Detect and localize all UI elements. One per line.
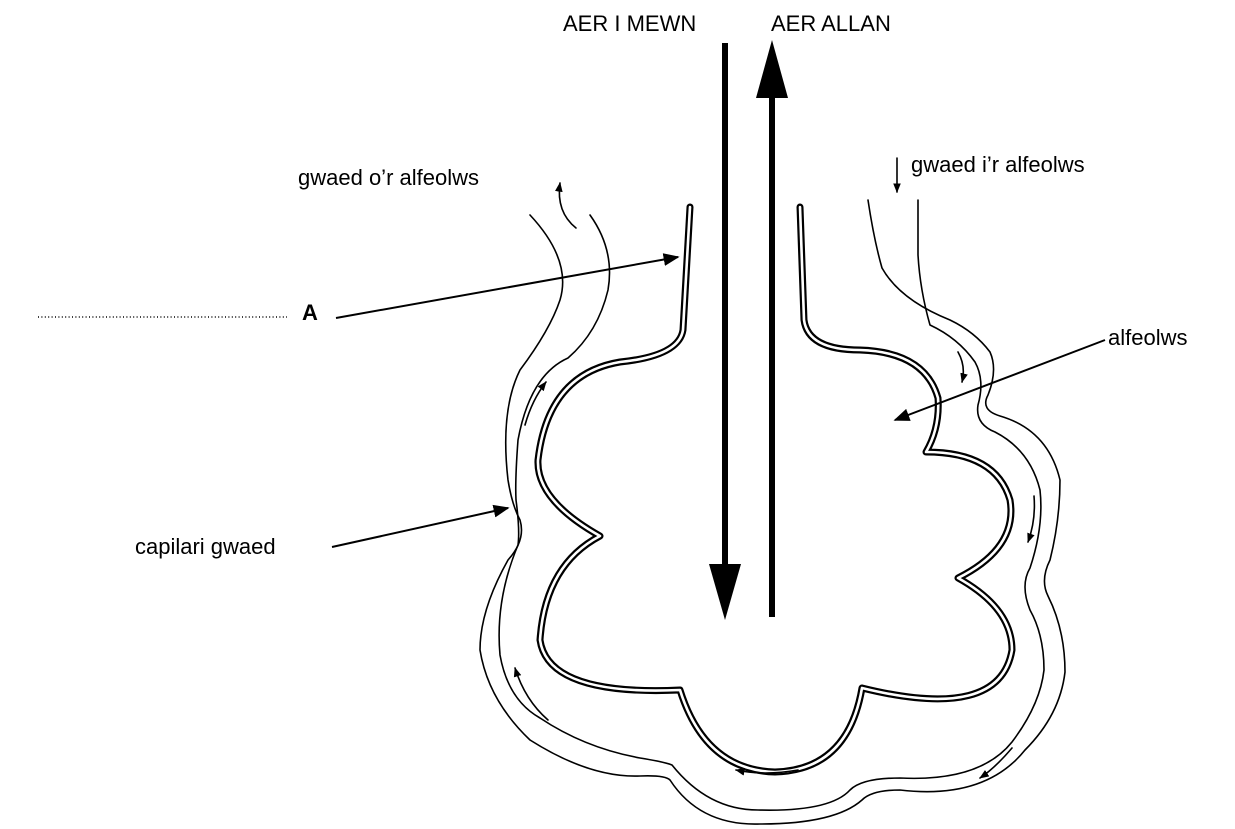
flow-arrow-exit [559, 183, 576, 228]
air-in-arrow [709, 43, 741, 620]
air-out-arrow [756, 40, 788, 617]
blood-capillary-label: capilari gwaed [135, 534, 276, 559]
blood-to-alveolus-label: gwaed i’r alfeolws [911, 152, 1085, 177]
label-A-leader [336, 257, 678, 318]
air-in-label: AER I MEWN [563, 11, 696, 36]
label-A: A [302, 300, 318, 325]
alveolus-label: alfeolws [1108, 325, 1187, 350]
capillary-leader [332, 508, 508, 547]
flow-arrow-right-upper [958, 352, 963, 382]
flow-arrow-right-middle [1028, 496, 1034, 542]
blood-from-alveolus-label: gwaed o’r alfeolws [298, 165, 479, 190]
air-out-label: AER ALLAN [771, 11, 891, 36]
flow-arrow-right-lower [980, 748, 1012, 778]
